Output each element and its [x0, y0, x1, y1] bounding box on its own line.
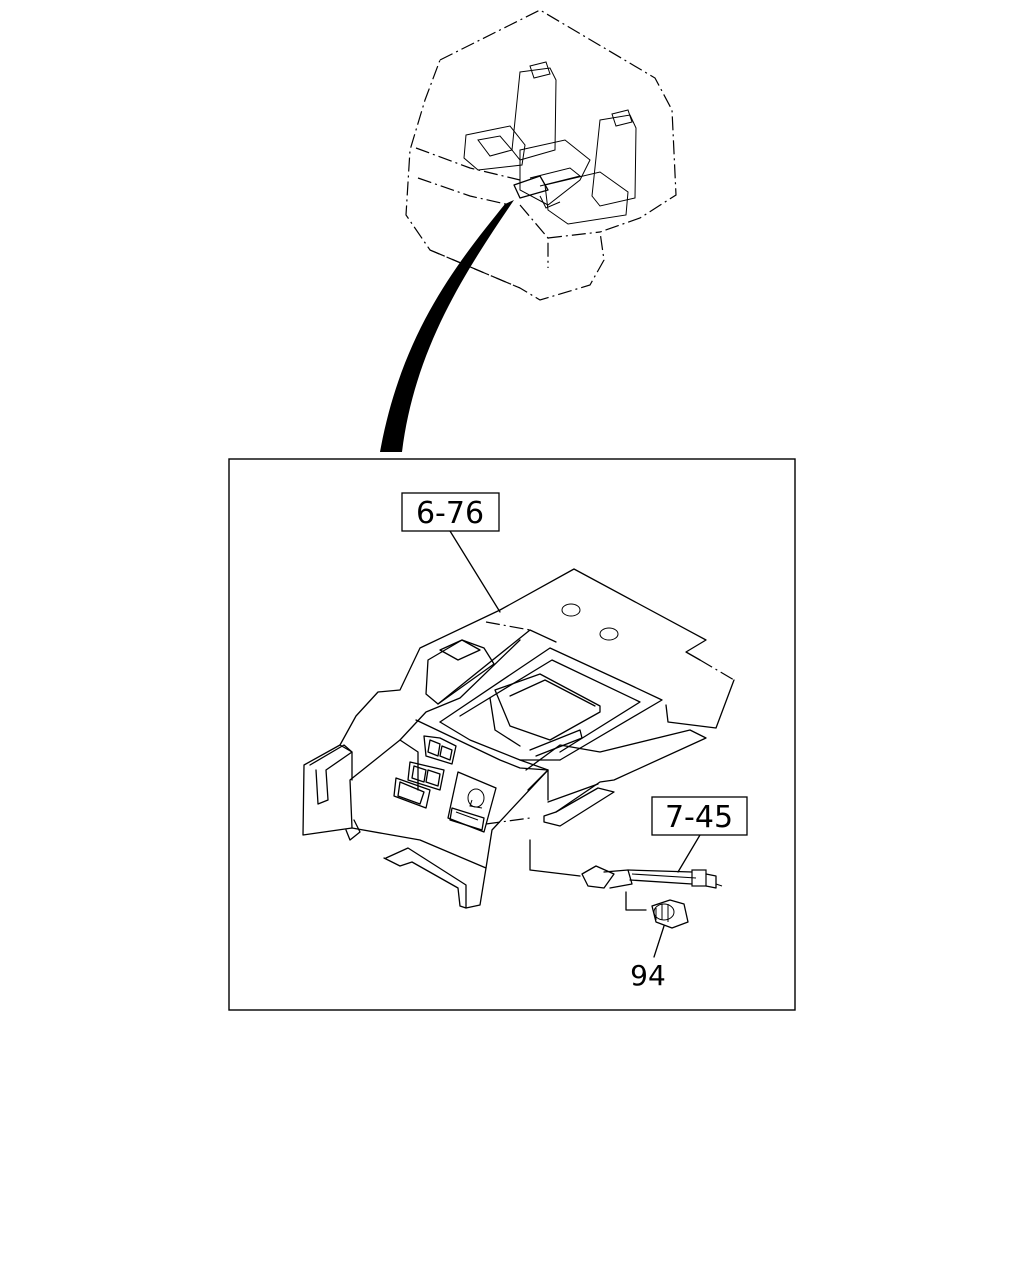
detail-frame	[228, 458, 796, 1011]
leader-6-76	[449, 530, 501, 613]
leader-7-45	[677, 834, 701, 873]
part-number-94: 94	[630, 959, 666, 992]
cable-connector-drawing	[581, 865, 723, 911]
bolt-drawing	[651, 899, 689, 929]
callout-label-7-45: 7-45	[665, 800, 733, 835]
callout-box-6-76	[401, 492, 500, 532]
cab-overview	[405, 9, 677, 301]
callout-box-7-45	[651, 796, 748, 836]
center-console-drawing	[302, 568, 735, 909]
leader-94	[653, 925, 665, 958]
callout-label-6-76: 6-76	[416, 496, 484, 531]
detail-leader	[380, 200, 514, 452]
